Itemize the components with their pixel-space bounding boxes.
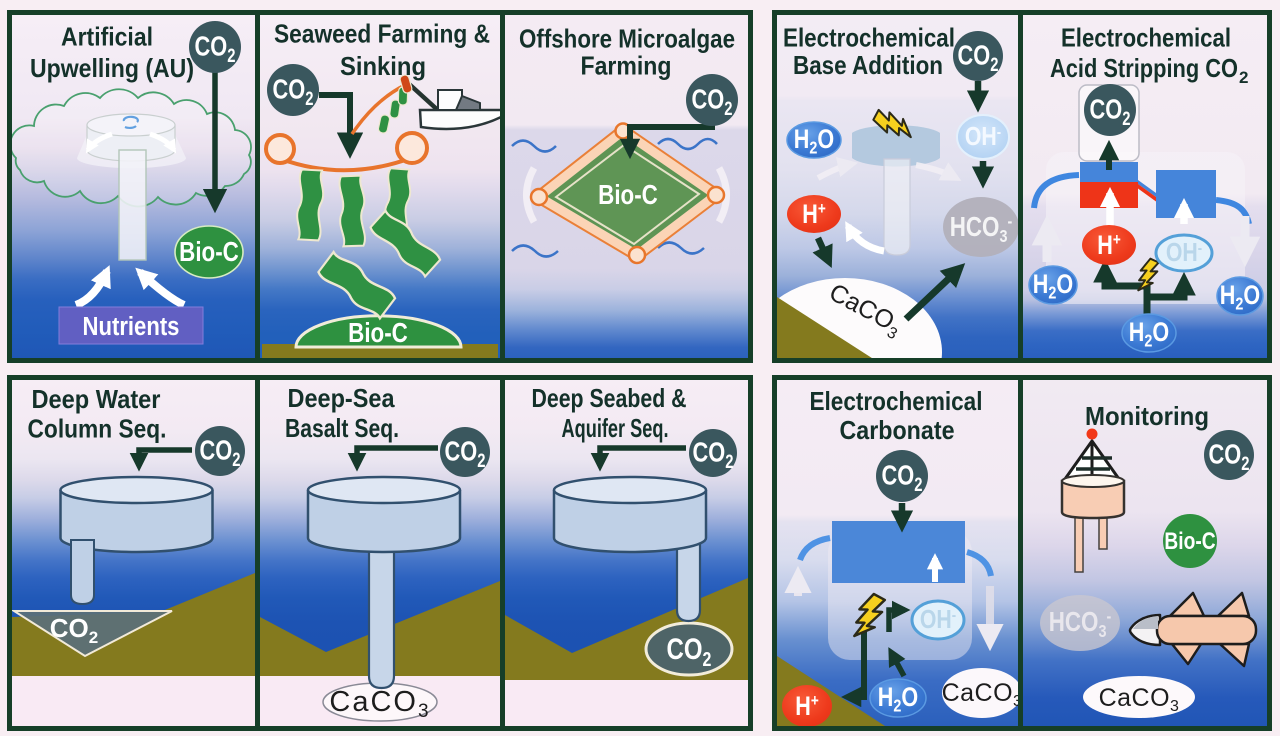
svg-text:Acid Stripping CO: Acid Stripping CO — [1050, 53, 1238, 83]
svg-text:Carbonate: Carbonate — [840, 415, 955, 445]
svg-text:Farming: Farming — [581, 50, 672, 80]
svg-text:Artificial: Artificial — [61, 22, 153, 52]
svg-text:Base Addition: Base Addition — [793, 50, 943, 80]
svg-text:HCO3-: HCO3- — [950, 212, 1013, 247]
svg-text:CO2: CO2 — [958, 40, 999, 75]
svg-text:H2O: H2O — [794, 125, 834, 158]
svg-text:H2O: H2O — [1220, 281, 1260, 314]
svg-text:CO2: CO2 — [692, 84, 733, 119]
svg-text:HCO3-: HCO3- — [1049, 607, 1112, 642]
svg-text:CO2: CO2 — [273, 74, 314, 109]
svg-text:Seaweed Farming &: Seaweed Farming & — [274, 19, 490, 49]
svg-text:CO2: CO2 — [195, 31, 236, 66]
svg-text:OH-: OH- — [920, 605, 956, 635]
svg-text:CaCO3: CaCO3 — [942, 679, 1023, 710]
svg-text:Electrochemical: Electrochemical — [783, 22, 955, 52]
svg-text:Deep Water: Deep Water — [32, 384, 161, 414]
svg-text:Offshore Microalgae: Offshore Microalgae — [519, 24, 735, 54]
svg-text:CO2: CO2 — [693, 437, 734, 472]
svg-text:H+: H+ — [1097, 231, 1121, 261]
svg-text:Monitoring: Monitoring — [1085, 401, 1209, 431]
svg-text:H2O: H2O — [1033, 270, 1073, 303]
svg-text:CO2: CO2 — [1209, 439, 1250, 474]
svg-text:CaCO3: CaCO3 — [1099, 684, 1180, 715]
svg-text:2: 2 — [1239, 68, 1248, 87]
svg-text:H+: H+ — [802, 200, 826, 230]
svg-text:OH-: OH- — [1166, 238, 1202, 268]
svg-text:Aquifer Seq.: Aquifer Seq. — [562, 413, 669, 443]
svg-text:Nutrients: Nutrients — [83, 312, 180, 341]
svg-text:Sinking: Sinking — [340, 51, 426, 81]
svg-text:CO2: CO2 — [1090, 94, 1131, 129]
svg-text:H2O: H2O — [878, 683, 918, 716]
svg-text:Upwelling (AU): Upwelling (AU) — [30, 53, 194, 83]
svg-text:CO2: CO2 — [882, 460, 923, 495]
svg-text:CaCO3: CaCO3 — [329, 686, 430, 722]
svg-text:Electrochemical: Electrochemical — [810, 386, 983, 416]
svg-text:Bio-C: Bio-C — [179, 237, 239, 268]
svg-text:H+: H+ — [795, 692, 819, 722]
svg-text:CO2: CO2 — [200, 435, 241, 470]
svg-text:Electrochemical: Electrochemical — [1061, 22, 1231, 52]
svg-text:CO2: CO2 — [667, 631, 712, 670]
svg-text:CO2: CO2 — [445, 436, 486, 471]
svg-text:Deep Seabed &: Deep Seabed & — [532, 383, 687, 413]
svg-text:OH-: OH- — [965, 122, 1001, 152]
svg-text:Basalt Seq.: Basalt Seq. — [285, 413, 399, 443]
svg-text:Bio-C: Bio-C — [348, 318, 408, 349]
svg-text:H2O: H2O — [1129, 318, 1169, 351]
svg-text:Bio-C: Bio-C — [1164, 527, 1215, 555]
svg-text:Bio-C: Bio-C — [598, 180, 658, 211]
svg-text:Column Seq.: Column Seq. — [28, 414, 167, 444]
svg-text:Deep-Sea: Deep-Sea — [288, 383, 395, 413]
svg-text:CO2: CO2 — [50, 613, 98, 647]
